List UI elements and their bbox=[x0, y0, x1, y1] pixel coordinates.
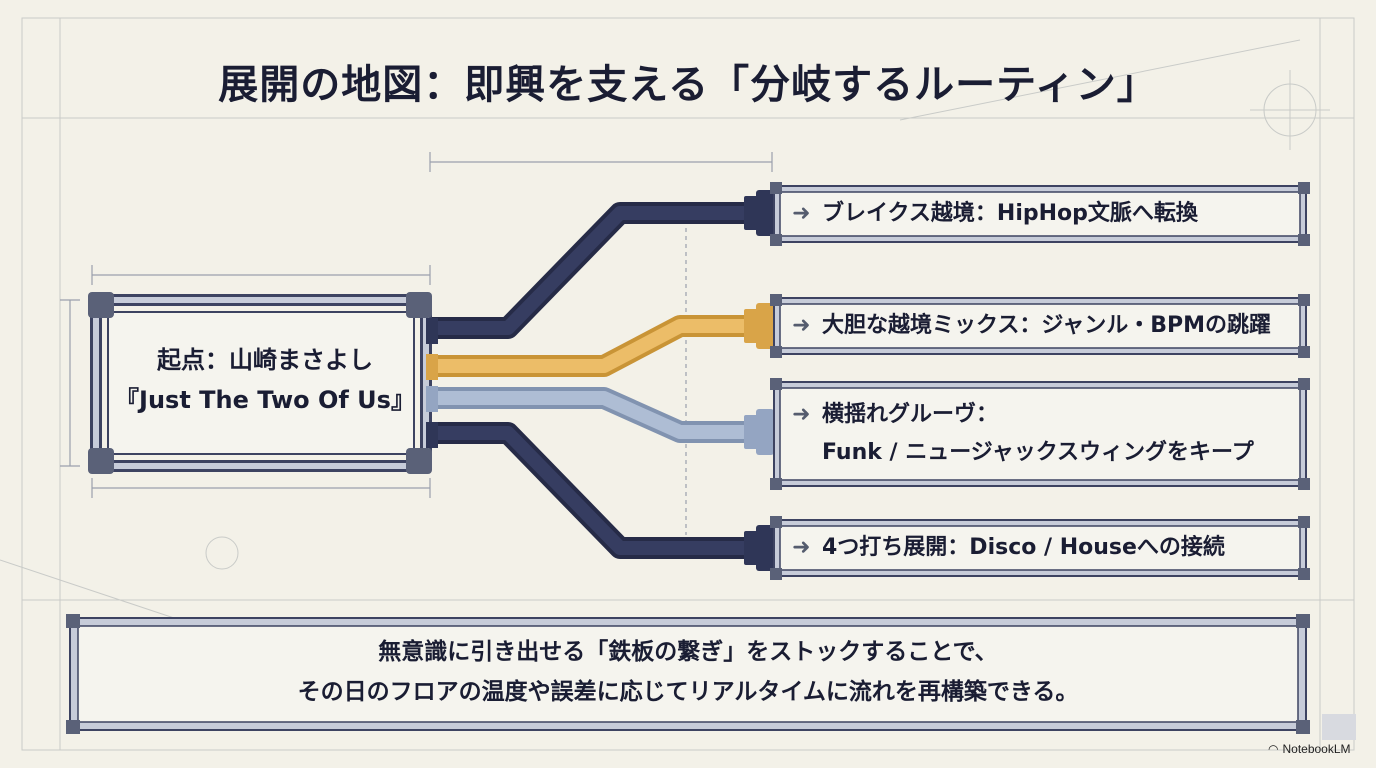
footer-line-2: その日のフロアの温度や誤差に応じてリアルタイムに流れを再構築できる。 bbox=[297, 679, 1079, 705]
footer-summary: 無意識に引き出せる「鉄板の繋ぎ」をストックすることで、 その日のフロアの温度や誤… bbox=[90, 632, 1286, 712]
pipe-groove bbox=[432, 387, 752, 443]
branch-four: ➜ 4つ打ち展開：Disco / Houseへの接続 bbox=[792, 529, 1292, 567]
blueprint-lines bbox=[0, 17, 1355, 751]
branch-frames bbox=[770, 182, 1310, 580]
branch-frame-3 bbox=[770, 378, 1310, 490]
brand-badge: ◠ NotebookLM bbox=[1268, 742, 1351, 756]
brand-label: NotebookLM bbox=[1282, 742, 1351, 756]
start-node-line-2: 『Just The Two Of Us』 bbox=[115, 386, 415, 414]
page-title: 展開の地図：即興を支える「分岐するルーティン」 bbox=[218, 62, 1158, 108]
branch-four-label: 4つ打ち展開：Disco / Houseへの接続 bbox=[822, 535, 1225, 560]
branch-mix-label: 大胆な越境ミックス：ジャンル・BPMの跳躍 bbox=[822, 313, 1272, 338]
branch-breaks: ➜ ブレイクス越境：HipHop文脈へ転換 bbox=[792, 195, 1292, 233]
arrow-right-icon: ➜ bbox=[792, 201, 811, 226]
dimension-lines bbox=[60, 152, 773, 535]
arrow-right-icon: ➜ bbox=[792, 313, 811, 338]
footer-frame bbox=[66, 614, 1310, 734]
footer-line-1: 無意識に引き出せる「鉄板の繋ぎ」をストックすることで、 bbox=[378, 639, 998, 665]
start-node-frame bbox=[88, 292, 432, 474]
start-node-line-1: 起点：山崎まさよし bbox=[157, 346, 373, 374]
pipe-four bbox=[432, 422, 752, 559]
branch-mix: ➜ 大胆な越境ミックス：ジャンル・BPMの跳躍 bbox=[792, 307, 1292, 345]
branch-frame-2 bbox=[770, 294, 1310, 358]
branch-frame-4 bbox=[770, 516, 1310, 580]
notebook-icon: ◠ bbox=[1268, 742, 1279, 756]
corner-swatch bbox=[1322, 714, 1356, 740]
arrow-right-icon: ➜ bbox=[792, 402, 811, 427]
pipe-breaks bbox=[432, 202, 752, 339]
pipe-mix bbox=[432, 315, 752, 377]
branch-groove-label-1: 横揺れグルーヴ： bbox=[822, 402, 999, 427]
branch-frame-1 bbox=[770, 182, 1310, 246]
start-node-label: 起点：山崎まさよし 『Just The Two Of Us』 bbox=[112, 340, 418, 420]
branch-groove-label-2: Funk / ニュージャックスウィングをキープ bbox=[822, 440, 1254, 465]
branch-groove: ➜ 横揺れグルーヴ： Funk / ニュージャックスウィングをキープ bbox=[792, 396, 1292, 472]
arrow-right-icon: ➜ bbox=[792, 535, 811, 560]
pipes bbox=[426, 190, 774, 571]
branch-breaks-label: ブレイクス越境：HipHop文脈へ転換 bbox=[822, 201, 1198, 226]
